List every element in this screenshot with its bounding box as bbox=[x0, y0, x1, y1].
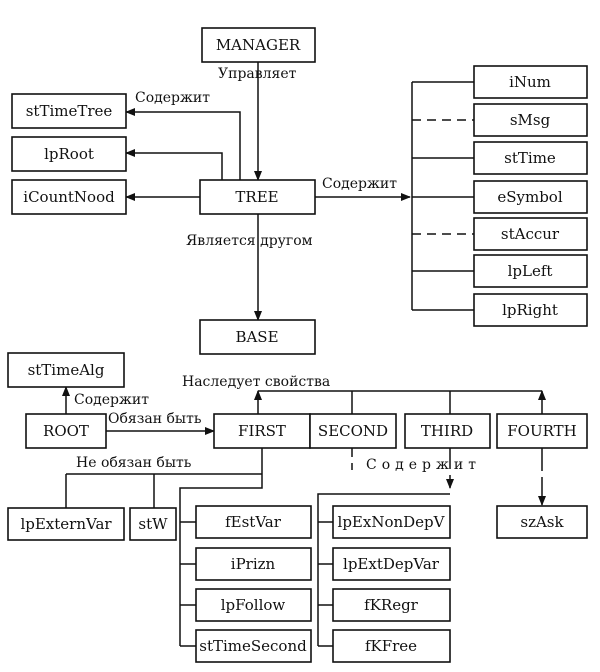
node-fkregr: fKRegr bbox=[332, 588, 451, 622]
node-sttime-label: stTime bbox=[504, 149, 556, 167]
label-need-not-be: Не обязан быть bbox=[76, 455, 192, 471]
node-stw-label: stW bbox=[138, 515, 168, 533]
node-first-label: FIRST bbox=[238, 422, 286, 440]
node-icountnood: iCountNood bbox=[11, 179, 127, 215]
label-manages: Управляет bbox=[218, 66, 297, 82]
node-esymbol-label: eSymbol bbox=[497, 188, 562, 206]
node-lproot-label: lpRoot bbox=[44, 145, 94, 163]
node-root-label: ROOT bbox=[43, 422, 89, 440]
node-szask-label: szAsk bbox=[520, 513, 564, 531]
node-lpleft: lpLeft bbox=[473, 254, 588, 288]
node-staccur: stAccur bbox=[473, 217, 588, 251]
node-sttime: stTime bbox=[473, 141, 588, 175]
node-lpfollow: lpFollow bbox=[195, 588, 312, 622]
node-fkregr-label: fKRegr bbox=[364, 596, 419, 614]
label-contains-bottom: Содержит bbox=[366, 457, 481, 473]
node-first: FIRST bbox=[213, 413, 311, 449]
node-second: SECOND bbox=[309, 413, 397, 449]
node-iprizn: iPrizn bbox=[195, 547, 312, 581]
node-lpfollow-label: lpFollow bbox=[221, 596, 286, 614]
first-fields-bus bbox=[179, 474, 263, 646]
node-tree-label: TREE bbox=[235, 188, 278, 206]
node-festvar: fEstVar bbox=[195, 505, 312, 539]
label-is-friend: Является другом bbox=[186, 233, 313, 249]
node-sttimesecond: stTimeSecond bbox=[195, 629, 312, 663]
third-fields-bus bbox=[317, 493, 450, 646]
node-lpexternvar-label: lpExternVar bbox=[20, 515, 112, 533]
arrow-tree-to-lproot bbox=[125, 149, 223, 180]
connectors bbox=[62, 62, 546, 647]
node-fkfree-label: fKFree bbox=[365, 637, 417, 655]
node-stw: stW bbox=[129, 507, 177, 541]
node-szask: szAsk bbox=[496, 505, 588, 539]
node-fkfree: fKFree bbox=[332, 629, 451, 663]
node-third-label: THIRD bbox=[421, 422, 473, 440]
node-smsg-label: sMsg bbox=[510, 111, 551, 129]
node-lpextdepvar: lpExtDepVar bbox=[332, 547, 451, 581]
node-sttimetree: stTimeTree bbox=[11, 93, 127, 129]
label-contains-root: Содержит bbox=[74, 392, 149, 408]
node-lpleft-label: lpLeft bbox=[508, 262, 553, 280]
node-fourth-label: FOURTH bbox=[507, 422, 576, 440]
node-lpexnondepv: lpExNonDepV bbox=[332, 505, 451, 539]
node-base: BASE bbox=[199, 319, 316, 355]
label-contains-right: Содержит bbox=[322, 176, 397, 192]
label-contains-left: Содержит bbox=[135, 90, 210, 106]
node-third: THIRD bbox=[404, 413, 491, 449]
node-lpexternvar: lpExternVar bbox=[7, 507, 125, 541]
node-smsg: sMsg bbox=[473, 103, 588, 137]
node-base-label: BASE bbox=[235, 328, 278, 346]
node-staccur-label: stAccur bbox=[501, 225, 560, 243]
node-inum: iNum bbox=[473, 65, 588, 99]
node-inum-label: iNum bbox=[509, 73, 551, 91]
node-second-label: SECOND bbox=[318, 422, 388, 440]
node-lpright-label: lpRight bbox=[502, 301, 558, 319]
node-lpright: lpRight bbox=[473, 293, 588, 327]
label-must-be: Обязан быть bbox=[108, 411, 202, 427]
node-festvar-label: fEstVar bbox=[225, 513, 282, 531]
node-sttimealg-label: stTimeAlg bbox=[28, 361, 105, 379]
node-esymbol: eSymbol bbox=[473, 180, 588, 214]
node-manager-label: MANAGER bbox=[216, 36, 301, 54]
node-tree: TREE bbox=[199, 179, 316, 215]
node-sttimetree-label: stTimeTree bbox=[26, 102, 113, 120]
node-icountnood-label: iCountNood bbox=[23, 188, 115, 206]
node-iprizn-label: iPrizn bbox=[231, 555, 276, 573]
label-inherits: Наследует свойства bbox=[182, 374, 330, 390]
node-sttimealg: stTimeAlg bbox=[7, 352, 125, 388]
node-manager: MANAGER bbox=[201, 27, 316, 63]
node-root: ROOT bbox=[25, 413, 107, 449]
arrow-tree-to-sttimetree bbox=[125, 108, 241, 180]
node-sttimesecond-label: stTimeSecond bbox=[199, 637, 307, 655]
node-fourth: FOURTH bbox=[496, 413, 588, 449]
node-lpexnondepv-label: lpExNonDepV bbox=[338, 513, 446, 531]
node-lproot: lpRoot bbox=[11, 136, 127, 172]
node-lpextdepvar-label: lpExtDepVar bbox=[343, 555, 440, 573]
